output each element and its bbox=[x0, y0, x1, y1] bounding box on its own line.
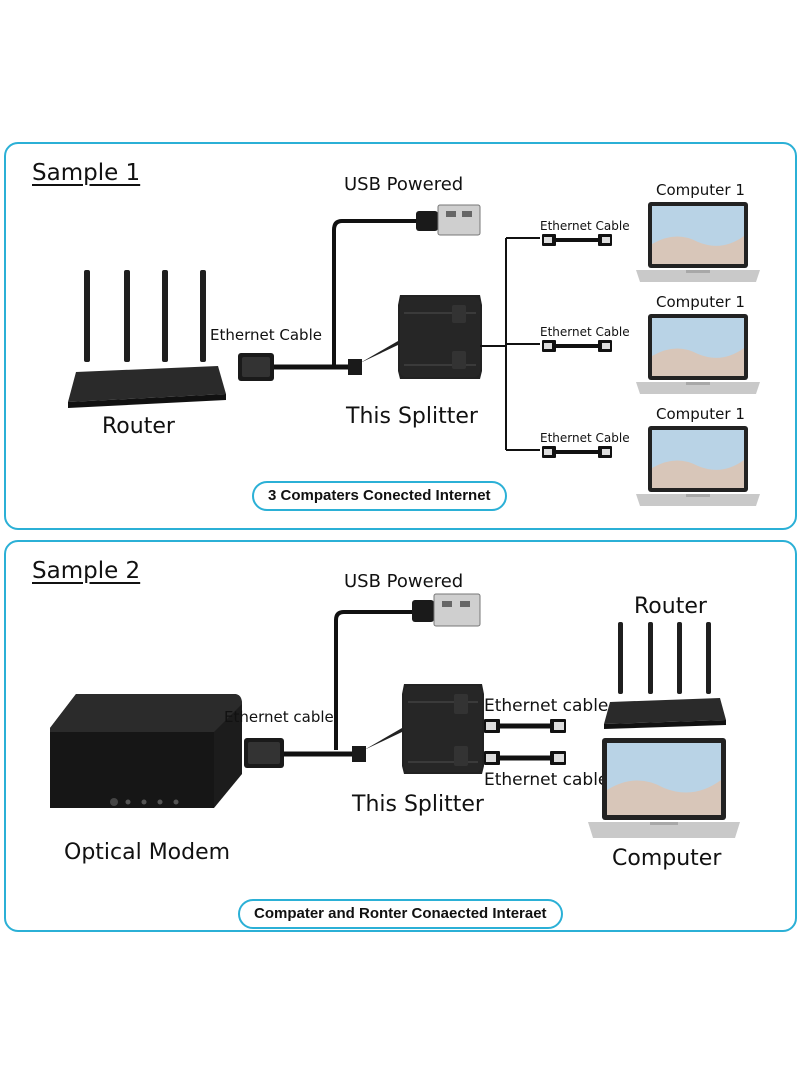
sample-2-caption: Compater and Ronter Conaected Interaet bbox=[238, 899, 563, 929]
cable-top-label: Ethernet cable bbox=[484, 696, 609, 716]
usb-powered-label: USB Powered bbox=[344, 174, 464, 195]
ethernet-splitter-icon bbox=[244, 593, 484, 774]
computer-label: Computer 1 bbox=[656, 293, 745, 311]
laptop-icon bbox=[588, 738, 740, 838]
router-icon bbox=[68, 270, 226, 408]
splitter-label: This Splitter bbox=[346, 404, 478, 429]
rj45-connector-icon bbox=[542, 234, 612, 246]
output-cable-label: Ethernet Cable bbox=[540, 325, 630, 339]
modem-label: Optical Modem bbox=[64, 840, 231, 865]
cable-bottom-label: Ethernet cable bbox=[484, 770, 609, 790]
ethernet-splitter-icon bbox=[238, 204, 482, 381]
computer-label: Computer 1 bbox=[656, 181, 745, 199]
ethernet-in-label: Ethernet Cable bbox=[210, 326, 322, 344]
output-cable-label: Ethernet Cable bbox=[540, 219, 630, 233]
router-label: Router bbox=[102, 414, 175, 439]
sample-1-title: Sample 1 bbox=[32, 160, 141, 186]
optical-modem-icon bbox=[50, 694, 242, 808]
rj45-connector-icon bbox=[542, 340, 612, 352]
usb-powered-label: USB Powered bbox=[344, 571, 464, 592]
laptop-icon bbox=[636, 202, 760, 282]
output-branch-lines bbox=[480, 237, 540, 451]
splitter-label: This Splitter bbox=[352, 792, 484, 817]
laptop-icon bbox=[636, 314, 760, 394]
router-icon bbox=[604, 622, 726, 729]
output-cable-label: Ethernet Cable bbox=[540, 431, 630, 445]
ethernet-in-label: Ethernet cable bbox=[224, 708, 334, 726]
laptop-icon bbox=[636, 426, 760, 506]
rj45-connector-icon bbox=[484, 719, 566, 733]
computer-label: Computer 1 bbox=[656, 405, 745, 423]
rj45-connector-icon bbox=[542, 446, 612, 458]
computer-label: Computer bbox=[612, 846, 722, 871]
sample-1-caption: 3 Compaters Conected Internet bbox=[252, 481, 507, 511]
router-label: Router bbox=[634, 594, 707, 619]
rj45-connector-icon bbox=[484, 751, 566, 765]
sample-2-title: Sample 2 bbox=[32, 558, 141, 584]
